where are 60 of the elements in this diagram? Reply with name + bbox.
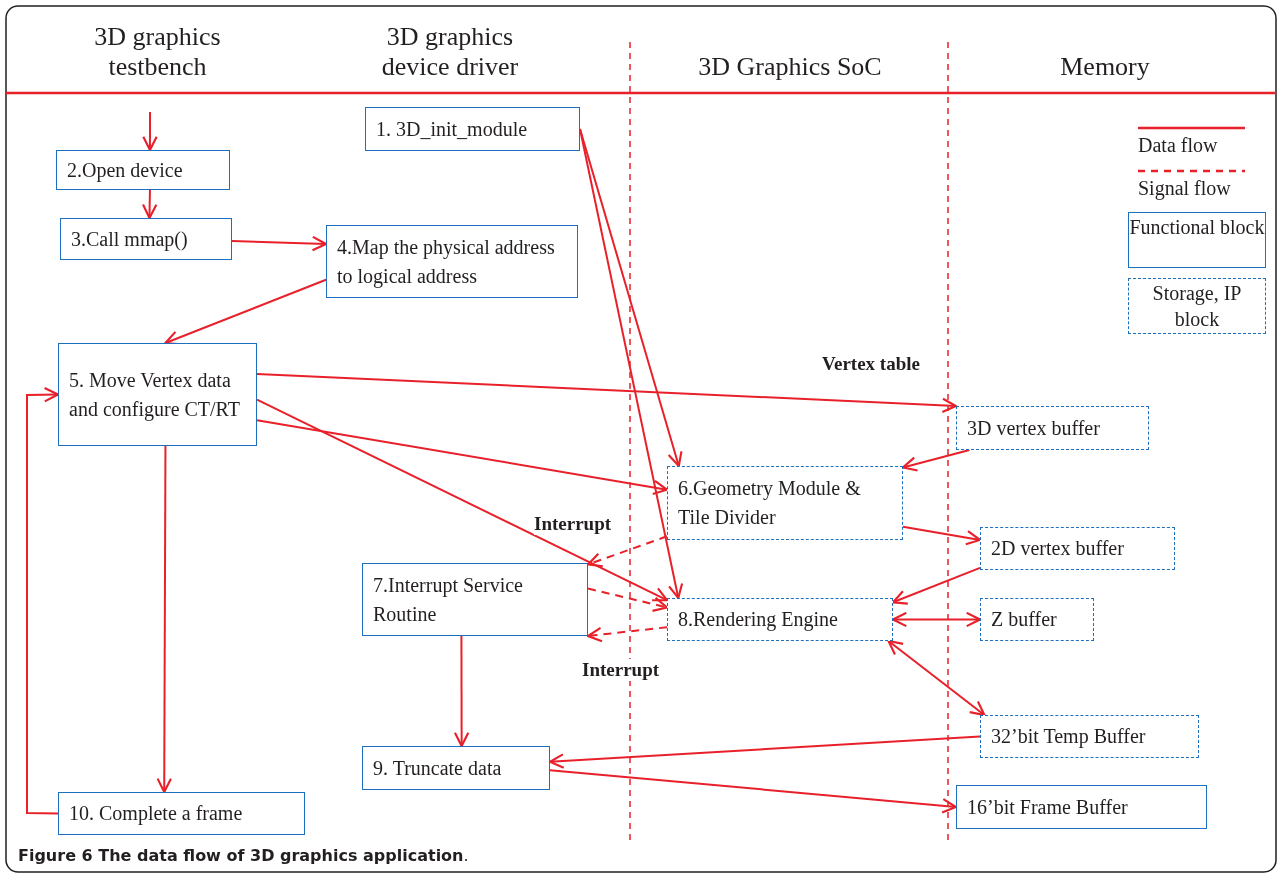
data-arrow [549, 769, 958, 814]
block-label: 3.Call mmap() [71, 226, 188, 253]
storage-block [667, 598, 893, 641]
signal-arrow [586, 535, 668, 568]
block-label: 7.Interrupt Service Routine [373, 572, 524, 627]
legend-box: Storage, IP block [1128, 278, 1266, 334]
data-arrow [142, 111, 158, 152]
lane-header: 3D Graphics SoC [697, 52, 883, 82]
functional-block [326, 225, 578, 298]
data-arrow [453, 635, 470, 748]
legend-label: Data flow [1138, 133, 1218, 158]
data-arrow [901, 449, 971, 472]
data-arrow [891, 611, 982, 628]
block-label: 32’bit Temp Buffer [991, 724, 1146, 750]
lane-header: 3D graphics testbench [93, 22, 222, 82]
functional-block [60, 218, 232, 260]
data-arrow [887, 639, 986, 717]
storage-block [667, 466, 903, 540]
block-label: 4.Map the physical address to logical address [337, 234, 556, 290]
data-arrow [256, 372, 958, 414]
signal-arrow [587, 587, 669, 612]
functional-block [362, 746, 550, 790]
storage-block [980, 715, 1199, 758]
block-label: 9. Truncate data [373, 755, 502, 781]
storage-block [980, 598, 1094, 641]
data-arrow [579, 128, 684, 600]
data-arrow [902, 525, 982, 546]
block-label: 2D vertex buffer [991, 536, 1124, 561]
block-label: Z buffer [991, 607, 1057, 632]
signal-arrow [586, 626, 668, 643]
functional-block [365, 107, 580, 151]
legend-box: Functional block [1128, 212, 1266, 268]
data-arrow [231, 235, 328, 252]
storage-block [980, 527, 1175, 570]
data-arrow [26, 387, 60, 815]
lane-header: 3D graphics device driver [380, 22, 520, 82]
block-label: 16’bit Frame Buffer [967, 794, 1128, 820]
legend-label: Signal flow [1138, 176, 1231, 202]
data-arrow [141, 189, 158, 220]
block-label: 1. 3D_init_module [376, 116, 528, 142]
block-label: 5. Move Vertex data and configure CT/RT [69, 367, 241, 423]
data-arrow [256, 398, 669, 602]
data-arrow [891, 566, 981, 605]
block-label: 3D vertex buffer [967, 415, 1100, 441]
data-arrow [256, 419, 669, 496]
functional-block [58, 792, 305, 835]
functional-block [956, 785, 1207, 829]
edge-label: Interrupt [582, 659, 660, 681]
block-label: 8.Rendering Engine [678, 607, 838, 633]
storage-block [956, 406, 1149, 450]
functional-block [362, 563, 588, 636]
figure-caption: Figure 6 The data flow of 3D graphics application. [18, 846, 469, 865]
data-arrow [156, 445, 172, 794]
functional-block [56, 150, 230, 190]
block-label: 10. Complete a frame [69, 801, 243, 827]
block-label: 6.Geometry Module & Tile Divider [678, 476, 862, 530]
lane-header: Memory [1059, 52, 1151, 82]
data-arrow [548, 735, 981, 769]
block-label: 2.Open device [67, 157, 183, 184]
functional-block [58, 343, 257, 446]
